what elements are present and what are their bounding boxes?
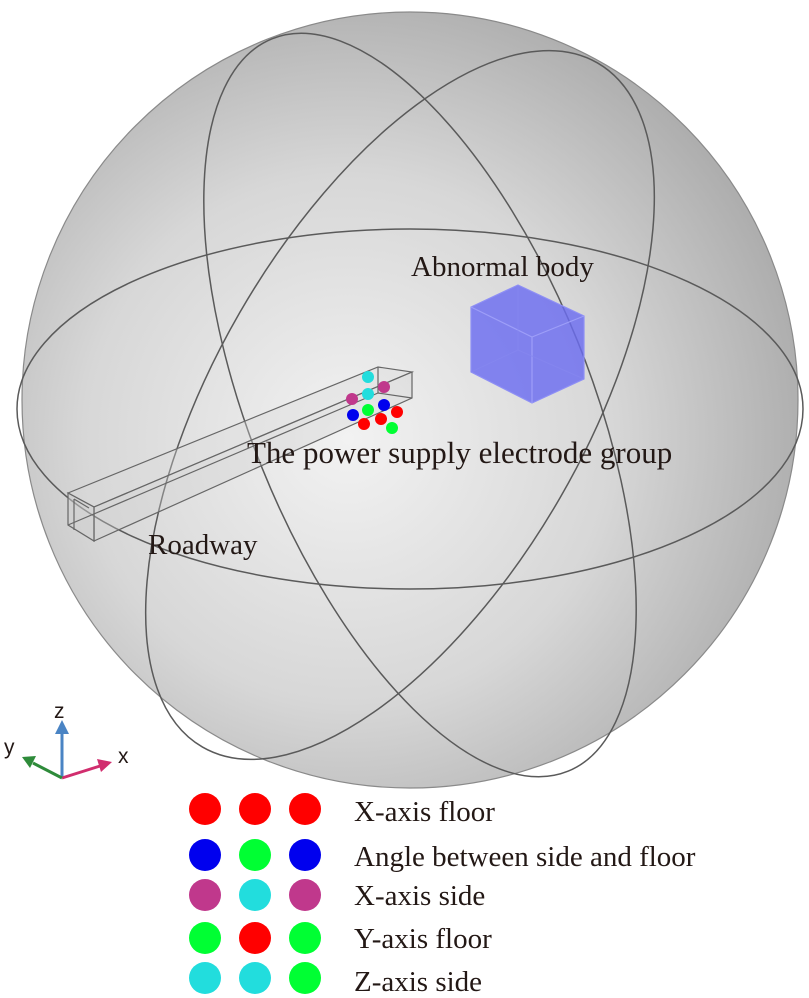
legend-label: Angle between side and floor	[354, 841, 696, 873]
legend-label: Z-axis side	[354, 966, 482, 998]
legend-dot	[189, 879, 221, 911]
legend-dot	[289, 839, 321, 871]
electrode-dot	[378, 381, 390, 393]
meridian-circle	[144, 49, 656, 761]
legend-dot	[239, 962, 271, 994]
z-axis-arrow-icon	[55, 720, 69, 734]
coordinate-axes: z y x	[4, 700, 129, 780]
legend-row: X-axis floor	[189, 793, 495, 828]
x-axis-arrow-icon	[97, 759, 112, 772]
legend-row: Angle between side and floor	[189, 839, 696, 873]
electrode-dot	[378, 399, 390, 411]
legend-dot	[189, 962, 221, 994]
abnormal-body-label: Abnormal body	[411, 251, 594, 283]
legend-row: Z-axis side	[189, 962, 482, 998]
y-axis-label: y	[4, 736, 15, 759]
x-axis-label: x	[118, 745, 129, 768]
electrode-dot	[386, 422, 398, 434]
legend-dot	[289, 962, 321, 994]
legend-dot	[239, 839, 271, 871]
electrode-dot	[358, 418, 370, 430]
roadway-label: Roadway	[148, 529, 258, 561]
electrode-group	[346, 371, 403, 434]
legend-dot	[189, 922, 221, 954]
legend-label: X-axis floor	[354, 796, 495, 828]
electrode-dot	[362, 404, 374, 416]
equator-circle	[16, 228, 804, 590]
legend-label: X-axis side	[354, 880, 485, 912]
legend-dot	[189, 793, 221, 825]
legend-dot	[289, 879, 321, 911]
electrode-dot	[375, 413, 387, 425]
legend-dot	[289, 922, 321, 954]
electrode-dot	[391, 406, 403, 418]
roadway-tunnel	[66, 366, 415, 543]
electrode-group-label: The power supply electrode group	[247, 435, 672, 470]
legend-dot	[289, 793, 321, 825]
legend-dot	[239, 922, 271, 954]
model-sphere	[21, 11, 799, 789]
electrode-dot	[347, 409, 359, 421]
abnormal-body-cube	[470, 284, 585, 404]
legend-dot	[239, 793, 271, 825]
legend-row: Y-axis floor	[189, 922, 492, 955]
legend-dot	[189, 839, 221, 871]
legend-dot	[239, 879, 271, 911]
electrode-dot	[346, 393, 358, 405]
legend-row: X-axis side	[189, 879, 485, 912]
electrode-dot	[362, 388, 374, 400]
legend-label: Y-axis floor	[354, 923, 492, 955]
y-axis-arrow-icon	[22, 756, 36, 768]
z-axis-label: z	[54, 700, 65, 723]
electrode-dot	[362, 371, 374, 383]
legend: X-axis floor Angle between side and floo…	[189, 793, 696, 998]
